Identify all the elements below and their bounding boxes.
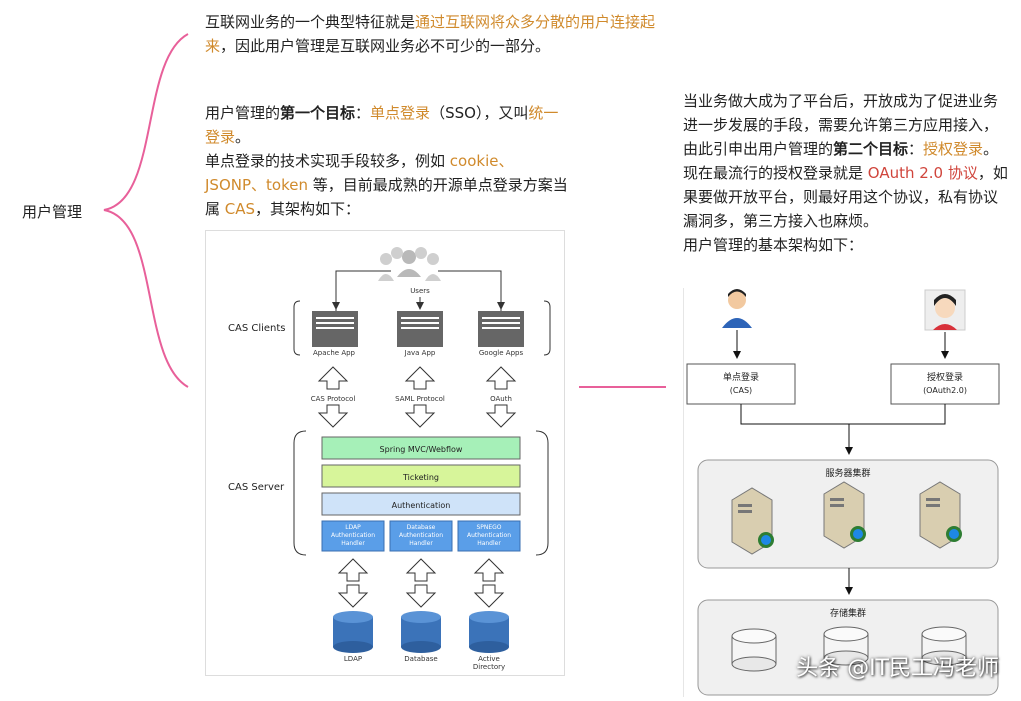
users-label: Users: [410, 287, 430, 295]
auth-login-highlight: 授权登录: [923, 140, 984, 158]
oauth-paragraph: 当业务做大成为了平台后，开放成为了促进业务进一步发展的手段，需要允许第三方应用接…: [683, 89, 1008, 257]
sso-paragraph: 用户管理的第一个目标：单点登录（SSO），又叫统一登录。 单点登录的技术实现手段…: [205, 101, 570, 221]
app-label-apache: Apache App: [313, 349, 356, 357]
first-goal-bold: 第一个目标: [280, 104, 356, 122]
handler-database-line3: Handler: [409, 540, 433, 547]
sso-highlight: 单点登录: [370, 104, 431, 122]
cas-clients-label: CAS Clients: [228, 323, 286, 334]
ldap-store-icon: [333, 611, 373, 653]
server-icon-3: [919, 481, 962, 549]
male-user-icon: [722, 289, 752, 328]
intro-highlight: 通过互联网将众多分散的用户连接起来: [205, 13, 656, 55]
layer-authentication-label: Authentication: [392, 501, 451, 510]
intro-paragraph: 互联网业务的一个典型特征就是通过互联网将众多分散的用户连接起来，因此用户管理是互…: [205, 10, 680, 58]
left-brace: [103, 33, 189, 388]
sso-box: [686, 363, 796, 405]
user-management-architecture: 单点登录 (CAS) 授权登录 (OAuth2.0) 服务器集群 存储集群: [683, 288, 1010, 697]
store-ad-label-1: Active: [478, 655, 500, 663]
server-cluster-label: 服务器集群: [825, 467, 870, 479]
server-icon-1: [731, 487, 774, 555]
layer-ticketing: [321, 464, 521, 488]
storage-cluster-label: 存储集群: [830, 607, 866, 619]
arch-diagram-svg: 单点登录 (CAS) 授权登录 (OAuth2.0) 服务器集群 存储集群: [686, 289, 1000, 696]
sso-tech-text: 单点登录的技术实现手段较多，例如: [205, 152, 450, 170]
root-node-label: 用户管理: [22, 203, 83, 221]
store-ad-label-2: Directory: [473, 663, 505, 671]
layer-spring-mvc: [321, 436, 521, 460]
handler-database-line2: Authentication: [399, 532, 443, 539]
unified-login-highlight: 统一登录: [205, 104, 559, 146]
oauth-colon: ：: [908, 140, 924, 158]
java-app-box: [397, 311, 443, 347]
sso-tech-text-2: 等，目前最成熟的开源单点登录方案当属: [205, 176, 568, 218]
oauth-protocol-red: OAuth 2.0 协议: [867, 164, 978, 182]
protocol-saml: SAML Protocol: [395, 395, 445, 403]
oauth-text: 当业务做大成为了平台后，开放成为了促进业务进一步发展的手段，需要允许第三方应用接…: [683, 92, 999, 158]
female-user-icon: [924, 289, 966, 331]
protocol-cas: CAS Protocol: [311, 395, 356, 403]
protocol-oauth: OAuth: [490, 395, 512, 403]
handler-spnego-line2: Authentication: [467, 532, 511, 539]
sso-colon: ：: [355, 104, 371, 122]
watermark: 头条 @IT民工冯老师: [796, 656, 999, 681]
sso-text: 用户管理的: [205, 104, 281, 122]
sso-box-title: 单点登录: [723, 371, 759, 383]
storage-disk-3: [921, 626, 967, 666]
layer-authentication: [321, 492, 521, 516]
cas-highlight: CAS: [224, 200, 256, 218]
google-apps-box: [478, 311, 524, 347]
intro-text: 互联网业务的一个典型特征就是: [205, 13, 416, 31]
tech-highlight: cookie、JSONP、token: [205, 152, 514, 194]
users-icon: [378, 247, 441, 281]
oauth-box-title: 授权登录: [927, 371, 963, 383]
active-directory-store-icon: [469, 611, 509, 653]
handler-ldap-line1: LDAP: [345, 524, 361, 531]
cas-server-label: CAS Server: [228, 482, 285, 493]
protocol-arrows: [317, 366, 517, 428]
app-label-java: Java App: [404, 349, 436, 357]
cas-architecture-diagram: Users CAS Clients Apache App Java App Go…: [205, 230, 565, 676]
handler-spnego: [457, 520, 521, 552]
handler-ldap: [321, 520, 385, 552]
oauth-text-3: ，如果要做开放平台，则最好用这个协议，私有协议漏洞多，第三方接入也麻烦。: [683, 164, 1008, 230]
intro-text-end: ，因此用户管理是互联网业务必不可少的一部分。: [220, 37, 551, 55]
storage-disk-1: [731, 628, 777, 672]
sso-tech-text-3: ，其架构如下：: [255, 200, 361, 218]
store-ldap-label: LDAP: [344, 655, 362, 663]
handler-spnego-line3: Handler: [477, 540, 501, 547]
storage-disk-2: [823, 626, 869, 666]
sso-period: 。: [235, 128, 251, 146]
handler-ldap-line2: Authentication: [331, 532, 375, 539]
second-goal-bold: 第二个目标: [833, 140, 909, 158]
oauth-text-2: 。现在最流行的授权登录就是: [683, 140, 999, 182]
sso-text-2: （SSO），又叫: [430, 104, 529, 122]
oauth-box: [890, 363, 1000, 405]
arch-intro-text: 用户管理的基本架构如下：: [683, 236, 864, 254]
cas-diagram-svg: Users CAS Clients Apache App Java App Go…: [228, 247, 551, 671]
server-icon-2: [823, 481, 866, 549]
sso-box-sub: (CAS): [730, 386, 752, 395]
database-store-icon: [401, 611, 441, 653]
layer-ticketing-label: Ticketing: [402, 473, 439, 482]
handler-ldap-line3: Handler: [341, 540, 365, 547]
handler-database-line1: Database: [407, 524, 436, 531]
handler-database: [389, 520, 453, 552]
store-database-label: Database: [404, 655, 437, 663]
handler-spnego-line1: SPNEGO: [476, 524, 501, 531]
apache-app-box: [312, 311, 358, 347]
oauth-box-sub: (OAuth2.0): [923, 386, 967, 395]
app-label-google: Google Apps: [479, 349, 524, 357]
store-arrows: [337, 558, 505, 608]
layer-spring-mvc-label: Spring MVC/Webflow: [380, 445, 463, 454]
